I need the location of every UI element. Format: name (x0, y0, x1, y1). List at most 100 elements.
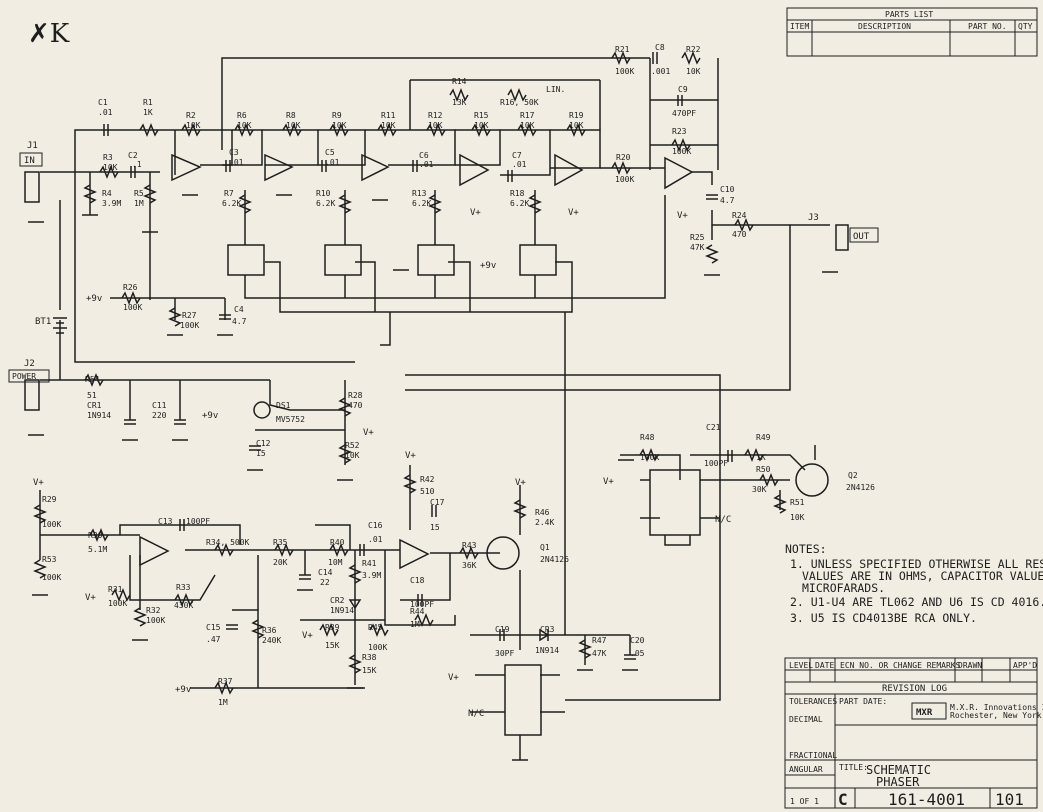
component-label: 240K (262, 636, 281, 645)
component-label: 10K (428, 121, 443, 130)
notes: NOTES: 1. UNLESS SPECIFIED OTHERWISE ALL… (785, 542, 1043, 625)
component-label: 1M (410, 620, 420, 629)
component-label: R1 (143, 98, 153, 107)
supply-v-2: V+ (568, 208, 579, 218)
component-label: R30 (88, 531, 103, 540)
component-label: R46 (535, 508, 550, 517)
component-label: 470PF (672, 109, 696, 118)
component-label: 100K (108, 599, 127, 608)
component-label: 10K (237, 121, 252, 130)
parts-col-desc: DESCRIPTION (858, 22, 911, 31)
component-label: 47K (592, 649, 607, 658)
component-label: 2.4K (535, 518, 554, 527)
component-label: C11 (152, 401, 167, 410)
component-label: R48 (640, 433, 655, 442)
component-label: R47 (592, 636, 607, 645)
component-label: 15 (256, 449, 266, 458)
component-label: 1M (218, 698, 228, 707)
component-label: R23 (672, 127, 687, 136)
component-label: R33 (176, 583, 191, 592)
component-label: 470 (348, 401, 363, 410)
component-label: 100K (146, 616, 165, 625)
component-label: R27 (182, 311, 197, 320)
component-label: R7 (224, 189, 234, 198)
parts-col-qty: QTY (1018, 22, 1033, 31)
component-label: 10K (474, 121, 489, 130)
part-data: PART DATE: (839, 697, 887, 706)
component-label: 20K (273, 558, 288, 567)
component-label: R38 (362, 653, 377, 662)
component-label: .01 (419, 160, 434, 169)
component-label: C15 (206, 623, 221, 632)
j3-tag: OUT (853, 232, 870, 242)
component-label: 10K (103, 163, 118, 172)
supply-v-9: V+ (302, 631, 313, 641)
component-label: R3 (103, 153, 113, 162)
component-label: R22 (686, 45, 701, 54)
component-label: 10K (381, 121, 396, 130)
component-label: 6.2K (316, 199, 335, 208)
component-label: 4.7 (232, 317, 247, 326)
j3-label: J3 (808, 213, 819, 223)
component-label: 100K (640, 453, 659, 462)
component-label: 100K (672, 147, 691, 156)
rev-col-remarks: ECN NO. OR CHANGE REMARKS (840, 661, 961, 670)
component-label: 1N914 (330, 606, 354, 615)
component-label: 100PF (186, 517, 210, 526)
parts-col-part: PART NO. (968, 22, 1007, 31)
component-label: C9 (678, 85, 688, 94)
component-label: 51 (87, 391, 97, 400)
component-label: C12 (256, 439, 271, 448)
component-label: Q2 (848, 471, 858, 480)
component-label: C16 (368, 521, 383, 530)
drawing-size: C (838, 790, 848, 809)
component-label: R41 (362, 559, 377, 568)
component-label: 100K (180, 321, 199, 330)
component-label: R34, 500K (206, 538, 250, 547)
component-label: .1 (132, 160, 142, 169)
component-label: 1K (143, 108, 153, 117)
component-label: 10M (328, 558, 343, 567)
title-line1: SCHEMATIC (866, 763, 931, 777)
component-label: C13 (158, 517, 173, 526)
wiring (39, 57, 830, 760)
component-label: R26 (123, 283, 138, 292)
title-line2: PHASER (876, 775, 920, 789)
supply-9v-1: +9v (86, 294, 102, 304)
rev-col-drawn: DRAWN (958, 661, 982, 670)
component-label: 10K (332, 121, 347, 130)
component-label: 22 (320, 578, 330, 587)
fractional: FRACTIONAL (789, 751, 837, 760)
component-label: .05 (630, 649, 645, 658)
component-label: R36 (262, 626, 277, 635)
company-logo: MXR (916, 708, 933, 718)
component-label: 30K (752, 485, 767, 494)
parts-col-item: ITEM (790, 22, 809, 31)
component-label: 15K (325, 641, 340, 650)
component-label: 30PF (495, 649, 514, 658)
note-2: 2. U1-U4 ARE TL062 AND U6 IS CD 4016. (790, 595, 1043, 609)
j1-label: J1 (27, 141, 38, 151)
component-label: C7 (512, 151, 522, 160)
component-label: .01 (325, 158, 340, 167)
component-label: 15 (430, 523, 440, 532)
component-label: R2 (186, 111, 196, 120)
component-label: DS1 (276, 401, 291, 410)
component-label: CR1 (87, 401, 102, 410)
title-label: TITLE: (839, 763, 868, 772)
component-label: R50 (756, 465, 771, 474)
component-label: .001 (651, 67, 670, 76)
rev-level: 101 (995, 790, 1024, 809)
component-label: C6 (419, 151, 429, 160)
component-label: CR3 (540, 625, 555, 634)
component-label: .47 (206, 635, 221, 644)
component-label: R53 (42, 555, 57, 564)
supply-v-6: V+ (85, 593, 96, 603)
component-label: R6 (237, 111, 247, 120)
parts-list: PARTS LIST ITEM DESCRIPTION PART NO. QTY (786, 7, 1038, 57)
supply-v-3: V+ (677, 211, 688, 221)
rev-col-level: LEVEL (789, 661, 813, 670)
supply-9v-2: +9v (202, 411, 218, 421)
component-label: R40 (330, 538, 345, 547)
connector-tags: J1 IN J2 POWER J3 OUT BT1 (8, 141, 879, 383)
